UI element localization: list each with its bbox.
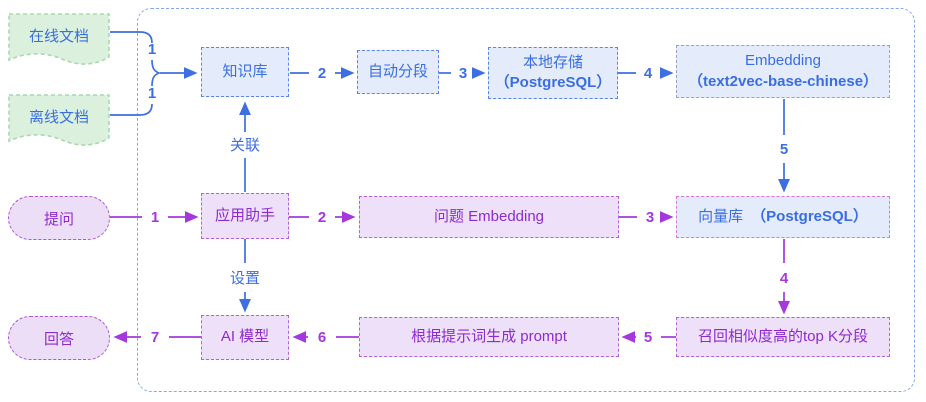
document-shape-icon [8, 94, 110, 146]
edge-label-4-top: 4 [644, 65, 653, 82]
edge-label-3-middle: 3 [646, 209, 654, 226]
auto-segment-label: 自动分段 [367, 62, 428, 80]
node-online-doc: 在线文档 [8, 13, 110, 71]
pipeline-boundary-frame [137, 8, 915, 392]
edge-label-4-vertical: 4 [780, 270, 789, 287]
local-storage-name: 本地存储 [522, 53, 583, 71]
middle-row-arrows [110, 211, 790, 315]
local-storage-engine: （PostgreSQL） [494, 74, 612, 91]
edge-label-settings: 设置 [230, 270, 260, 287]
ai-model-label: AI 模型 [220, 328, 270, 346]
node-answer: 回答 [8, 316, 110, 360]
node-offline-doc: 离线文档 [8, 94, 110, 152]
vector-db-engine: （PostgreSQL） [751, 207, 868, 225]
node-vector-db: 向量库 （PostgreSQL） [676, 196, 890, 238]
app-assistant-label: 应用助手 [214, 206, 275, 224]
top-row-arrows [290, 67, 790, 193]
node-local-storage: 本地存储 （PostgreSQL） [488, 47, 618, 99]
edge-label-3-top: 3 [459, 65, 467, 82]
edge-label-6-bottom: 6 [318, 329, 326, 346]
doc-merge-connector [110, 31, 198, 116]
question-label: 提问 [43, 210, 74, 228]
edge-label-7-bottom: 7 [151, 329, 159, 346]
question-embedding-label: 问题 Embedding [433, 207, 545, 225]
node-generate-prompt: 根据提示词生成 prompt [359, 317, 619, 357]
online-doc-connector-line [110, 31, 153, 44]
node-recall-topk: 召回相似度高的top K分段 [676, 317, 890, 357]
node-auto-segment: 自动分段 [357, 50, 439, 94]
offline-doc-label: 离线文档 [28, 109, 89, 126]
node-app-assistant: 应用助手 [201, 193, 289, 239]
node-knowledge-base: 知识库 [201, 47, 289, 97]
node-question-embedding: 问题 Embedding [359, 196, 619, 238]
embedding-title: Embedding [745, 52, 821, 70]
edge-label-online-doc: 1 [148, 41, 156, 58]
document-shape-icon [8, 13, 110, 65]
online-doc-label: 在线文档 [28, 28, 89, 45]
edge-label-offline-doc: 1 [148, 85, 156, 102]
edge-label-5-bottom: 5 [644, 329, 652, 346]
merge-brace [151, 59, 162, 87]
edge-label-2-top: 2 [318, 65, 326, 82]
edge-label-2-middle: 2 [318, 209, 326, 226]
node-embedding-model: Embedding （text2vec-base-chinese） [676, 45, 890, 98]
recall-topk-label: 召回相似度高的top K分段 [697, 327, 869, 345]
generate-prompt-label: 根据提示词生成 prompt [411, 327, 567, 345]
offline-doc-connector-line [110, 103, 153, 116]
node-ai-model: AI 模型 [201, 315, 289, 360]
edge-label-1-middle: 1 [151, 209, 159, 226]
answer-label: 回答 [43, 330, 74, 348]
node-question: 提问 [8, 196, 110, 240]
edge-label-relation: 关联 [230, 137, 260, 154]
embedding-model-name: （text2vec-base-chinese） [687, 72, 879, 90]
vector-db-name: 向量库 [698, 207, 744, 225]
knowledge-base-label: 知识库 [222, 62, 268, 80]
edge-label-5-vertical: 5 [780, 141, 788, 158]
